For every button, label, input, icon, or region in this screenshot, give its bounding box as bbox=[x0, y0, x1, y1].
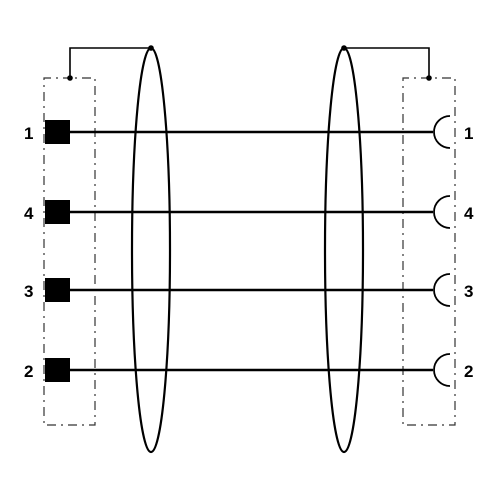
right-pin-label: 4 bbox=[464, 204, 474, 223]
right-shield-drain bbox=[341, 45, 432, 81]
female-socket-2 bbox=[433, 353, 451, 387]
male-pin-2 bbox=[45, 358, 70, 382]
left-drain-node bbox=[67, 75, 73, 81]
right-pin-label: 2 bbox=[464, 362, 473, 381]
right-drain-node bbox=[426, 75, 432, 81]
female-socket-4 bbox=[433, 195, 451, 229]
wires bbox=[70, 130, 433, 372]
right-cable-shield bbox=[323, 46, 365, 454]
right-pin-labels: 1 4 3 2 bbox=[464, 124, 474, 381]
left-pin-label: 2 bbox=[24, 362, 33, 381]
male-pin-1 bbox=[45, 120, 70, 144]
left-cable-shield bbox=[130, 46, 172, 454]
right-connector-housing bbox=[402, 77, 456, 426]
male-pin-4 bbox=[45, 200, 70, 224]
left-pin-label: 1 bbox=[24, 124, 33, 143]
right-pin-label: 1 bbox=[464, 124, 473, 143]
left-pin-label: 3 bbox=[24, 282, 33, 301]
female-sockets bbox=[433, 115, 451, 387]
right-pin-label: 3 bbox=[464, 282, 473, 301]
left-pin-labels: 1 4 3 2 bbox=[24, 124, 34, 381]
left-connector-housing bbox=[43, 77, 96, 426]
left-pin-label: 4 bbox=[24, 204, 34, 223]
female-socket-3 bbox=[433, 273, 451, 307]
male-pins bbox=[45, 120, 70, 382]
female-socket-1 bbox=[433, 115, 451, 149]
male-pin-3 bbox=[45, 278, 70, 302]
